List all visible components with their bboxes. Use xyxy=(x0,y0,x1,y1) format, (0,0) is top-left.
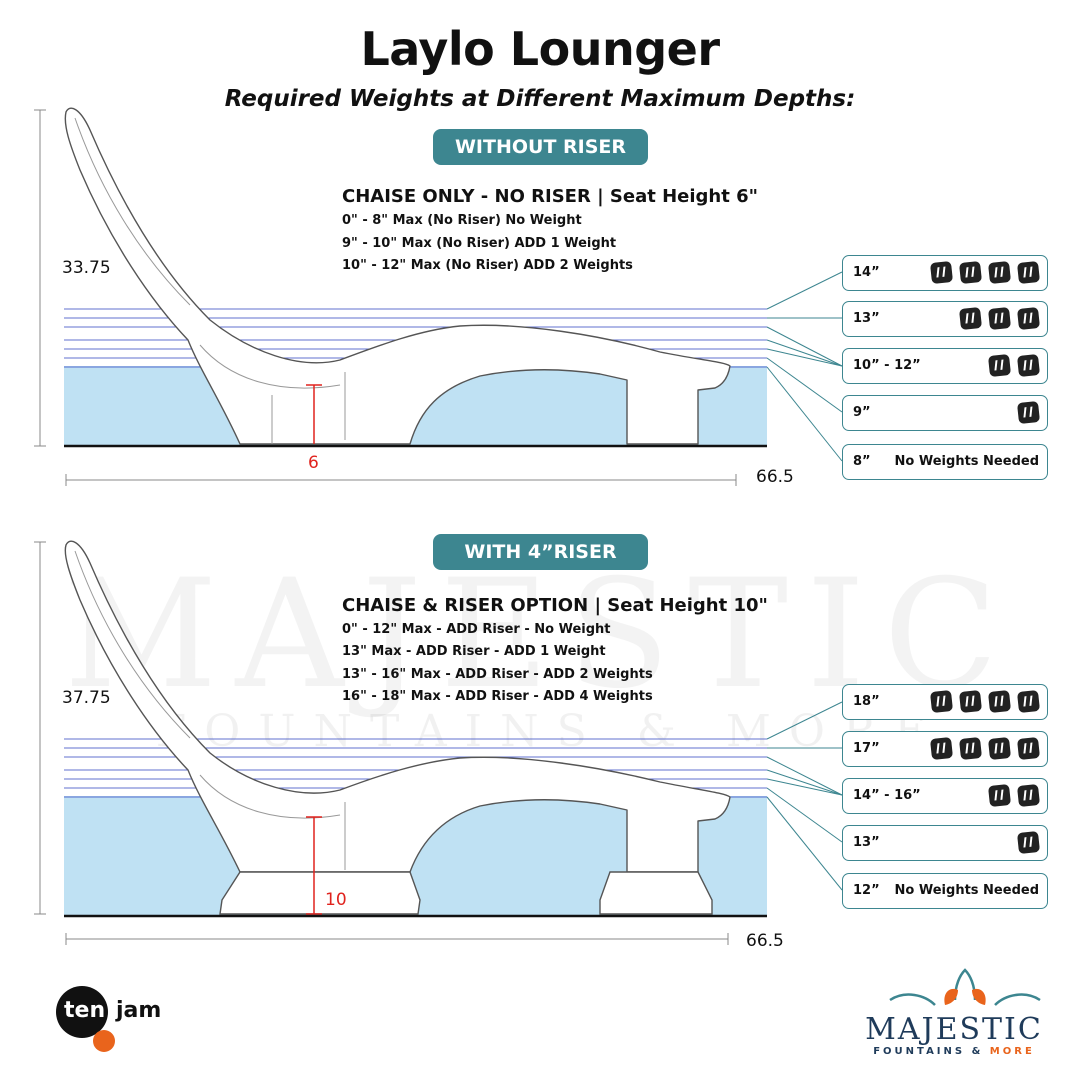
depth-label: 10” - 12” xyxy=(853,358,921,373)
spec-line-2-1: 0" - 12" Max - ADD Riser - No Weight xyxy=(342,622,611,637)
depth-weight-box: 9” xyxy=(842,395,1048,431)
depth-weight-box: 13” xyxy=(842,825,1048,861)
weight-icon xyxy=(987,783,1012,808)
weight-icon xyxy=(1016,689,1041,714)
depth-label: 8” xyxy=(853,454,871,469)
height-label-2: 37.75 xyxy=(62,688,111,708)
seat-height-label-2: 10 xyxy=(325,890,347,910)
depth-label: 13” xyxy=(853,311,880,326)
weight-icon xyxy=(929,736,954,761)
weight-icon xyxy=(958,689,983,714)
seat-height-marker-1 xyxy=(306,384,322,444)
no-weights-text: No Weights Needed xyxy=(894,454,1039,469)
spec-line-1-3: 10" - 12" Max (No Riser) ADD 2 Weights xyxy=(342,258,633,273)
weight-icon xyxy=(929,260,954,285)
weight-icon xyxy=(1016,306,1041,331)
weights-row xyxy=(987,783,1041,808)
weight-icon xyxy=(987,736,1012,761)
depth-label: 12” xyxy=(853,883,880,898)
weights-row xyxy=(958,306,1041,331)
length-label-1: 66.5 xyxy=(756,467,794,487)
depth-label: 17” xyxy=(853,741,880,756)
tenjam-logo-dot xyxy=(93,1030,115,1052)
depth-weight-box: 13” xyxy=(842,301,1048,337)
weight-icon xyxy=(958,260,983,285)
length-dimension-2 xyxy=(65,933,729,945)
depth-label: 9” xyxy=(853,405,871,420)
tenjam-logo-jam: jam xyxy=(116,998,162,1023)
height-dimension-2 xyxy=(34,541,46,915)
weights-row xyxy=(987,353,1041,378)
weights-row xyxy=(1016,830,1041,855)
weight-icon xyxy=(987,260,1012,285)
weight-icon xyxy=(929,689,954,714)
weight-icon xyxy=(1016,736,1041,761)
depth-label: 13” xyxy=(853,835,880,850)
majestic-logo-ornament xyxy=(889,968,1041,1006)
riser-2 xyxy=(219,871,713,915)
depth-label: 18” xyxy=(853,694,880,709)
depth-weight-box: 17” xyxy=(842,731,1048,767)
weight-icon xyxy=(1016,783,1041,808)
spec-line-1-2: 9" - 10" Max (No Riser) ADD 1 Weight xyxy=(342,236,617,251)
connector-lines-1 xyxy=(766,271,843,462)
spec-title-1: CHAISE ONLY - NO RISER | Seat Height 6" xyxy=(342,186,759,207)
majestic-logo-tagline: FOUNTAINS & MORE xyxy=(858,1046,1050,1057)
depth-weight-box: 14” xyxy=(842,255,1048,291)
spec-line-1-1: 0" - 8" Max (No Riser) No Weight xyxy=(342,213,582,228)
weights-row xyxy=(1016,400,1041,425)
spec-line-2-4: 16" - 18" Max - ADD Riser - ADD 4 Weight… xyxy=(342,689,653,704)
weights-row xyxy=(929,689,1041,714)
depth-weight-box: 10” - 12” xyxy=(842,348,1048,384)
depth-label: 14” - 16” xyxy=(853,788,921,803)
height-label-1: 33.75 xyxy=(62,258,111,278)
weight-icon xyxy=(1016,260,1041,285)
weights-row xyxy=(929,260,1041,285)
depth-weight-box: 18” xyxy=(842,684,1048,720)
length-dimension-1 xyxy=(65,474,737,486)
pill-without-riser: WITHOUT RISER xyxy=(433,129,648,165)
majestic-tag-more: MORE xyxy=(989,1046,1035,1057)
lounger-chaise-2 xyxy=(64,540,731,873)
spec-line-2-3: 13" - 16" Max - ADD Riser - ADD 2 Weight… xyxy=(342,667,653,682)
weight-icon xyxy=(987,689,1012,714)
seat-height-label-1: 6 xyxy=(308,453,319,473)
majestic-logo-flame xyxy=(944,988,986,1005)
depth-weight-box: 14” - 16” xyxy=(842,778,1048,814)
weight-icon xyxy=(1016,830,1041,855)
tenjam-logo-circle xyxy=(56,986,108,1038)
page-title: Laylo Lounger xyxy=(360,22,720,76)
no-weights-text: No Weights Needed xyxy=(894,883,1039,898)
tenjam-logo-ten: ten xyxy=(64,998,106,1023)
weight-icon xyxy=(1016,353,1041,378)
height-dimension-1 xyxy=(34,109,46,447)
page-subtitle: Required Weights at Different Maximum De… xyxy=(224,86,856,112)
weight-icon xyxy=(958,306,983,331)
spec-line-2-2: 13" Max - ADD Riser - ADD 1 Weight xyxy=(342,644,606,659)
weight-icon xyxy=(987,353,1012,378)
depth-label: 14” xyxy=(853,265,880,280)
majestic-logo-name: MAJESTIC xyxy=(865,1012,1043,1047)
seat-height-marker-2 xyxy=(306,816,322,915)
spec-title-2: CHAISE & RISER OPTION | Seat Height 10" xyxy=(342,595,768,616)
majestic-tag-text: FOUNTAINS & xyxy=(873,1046,984,1057)
connector-lines-2 xyxy=(766,701,843,891)
weights-row xyxy=(929,736,1041,761)
weight-icon xyxy=(1016,400,1041,425)
weight-icon xyxy=(958,736,983,761)
depth-weight-box: 8” No Weights Needed xyxy=(842,444,1048,480)
lounger-chaise-1 xyxy=(64,107,731,445)
weight-icon xyxy=(987,306,1012,331)
length-label-2: 66.5 xyxy=(746,931,784,951)
pill-with-riser: WITH 4”RISER xyxy=(433,534,648,570)
depth-weight-box: 12” No Weights Needed xyxy=(842,873,1048,909)
